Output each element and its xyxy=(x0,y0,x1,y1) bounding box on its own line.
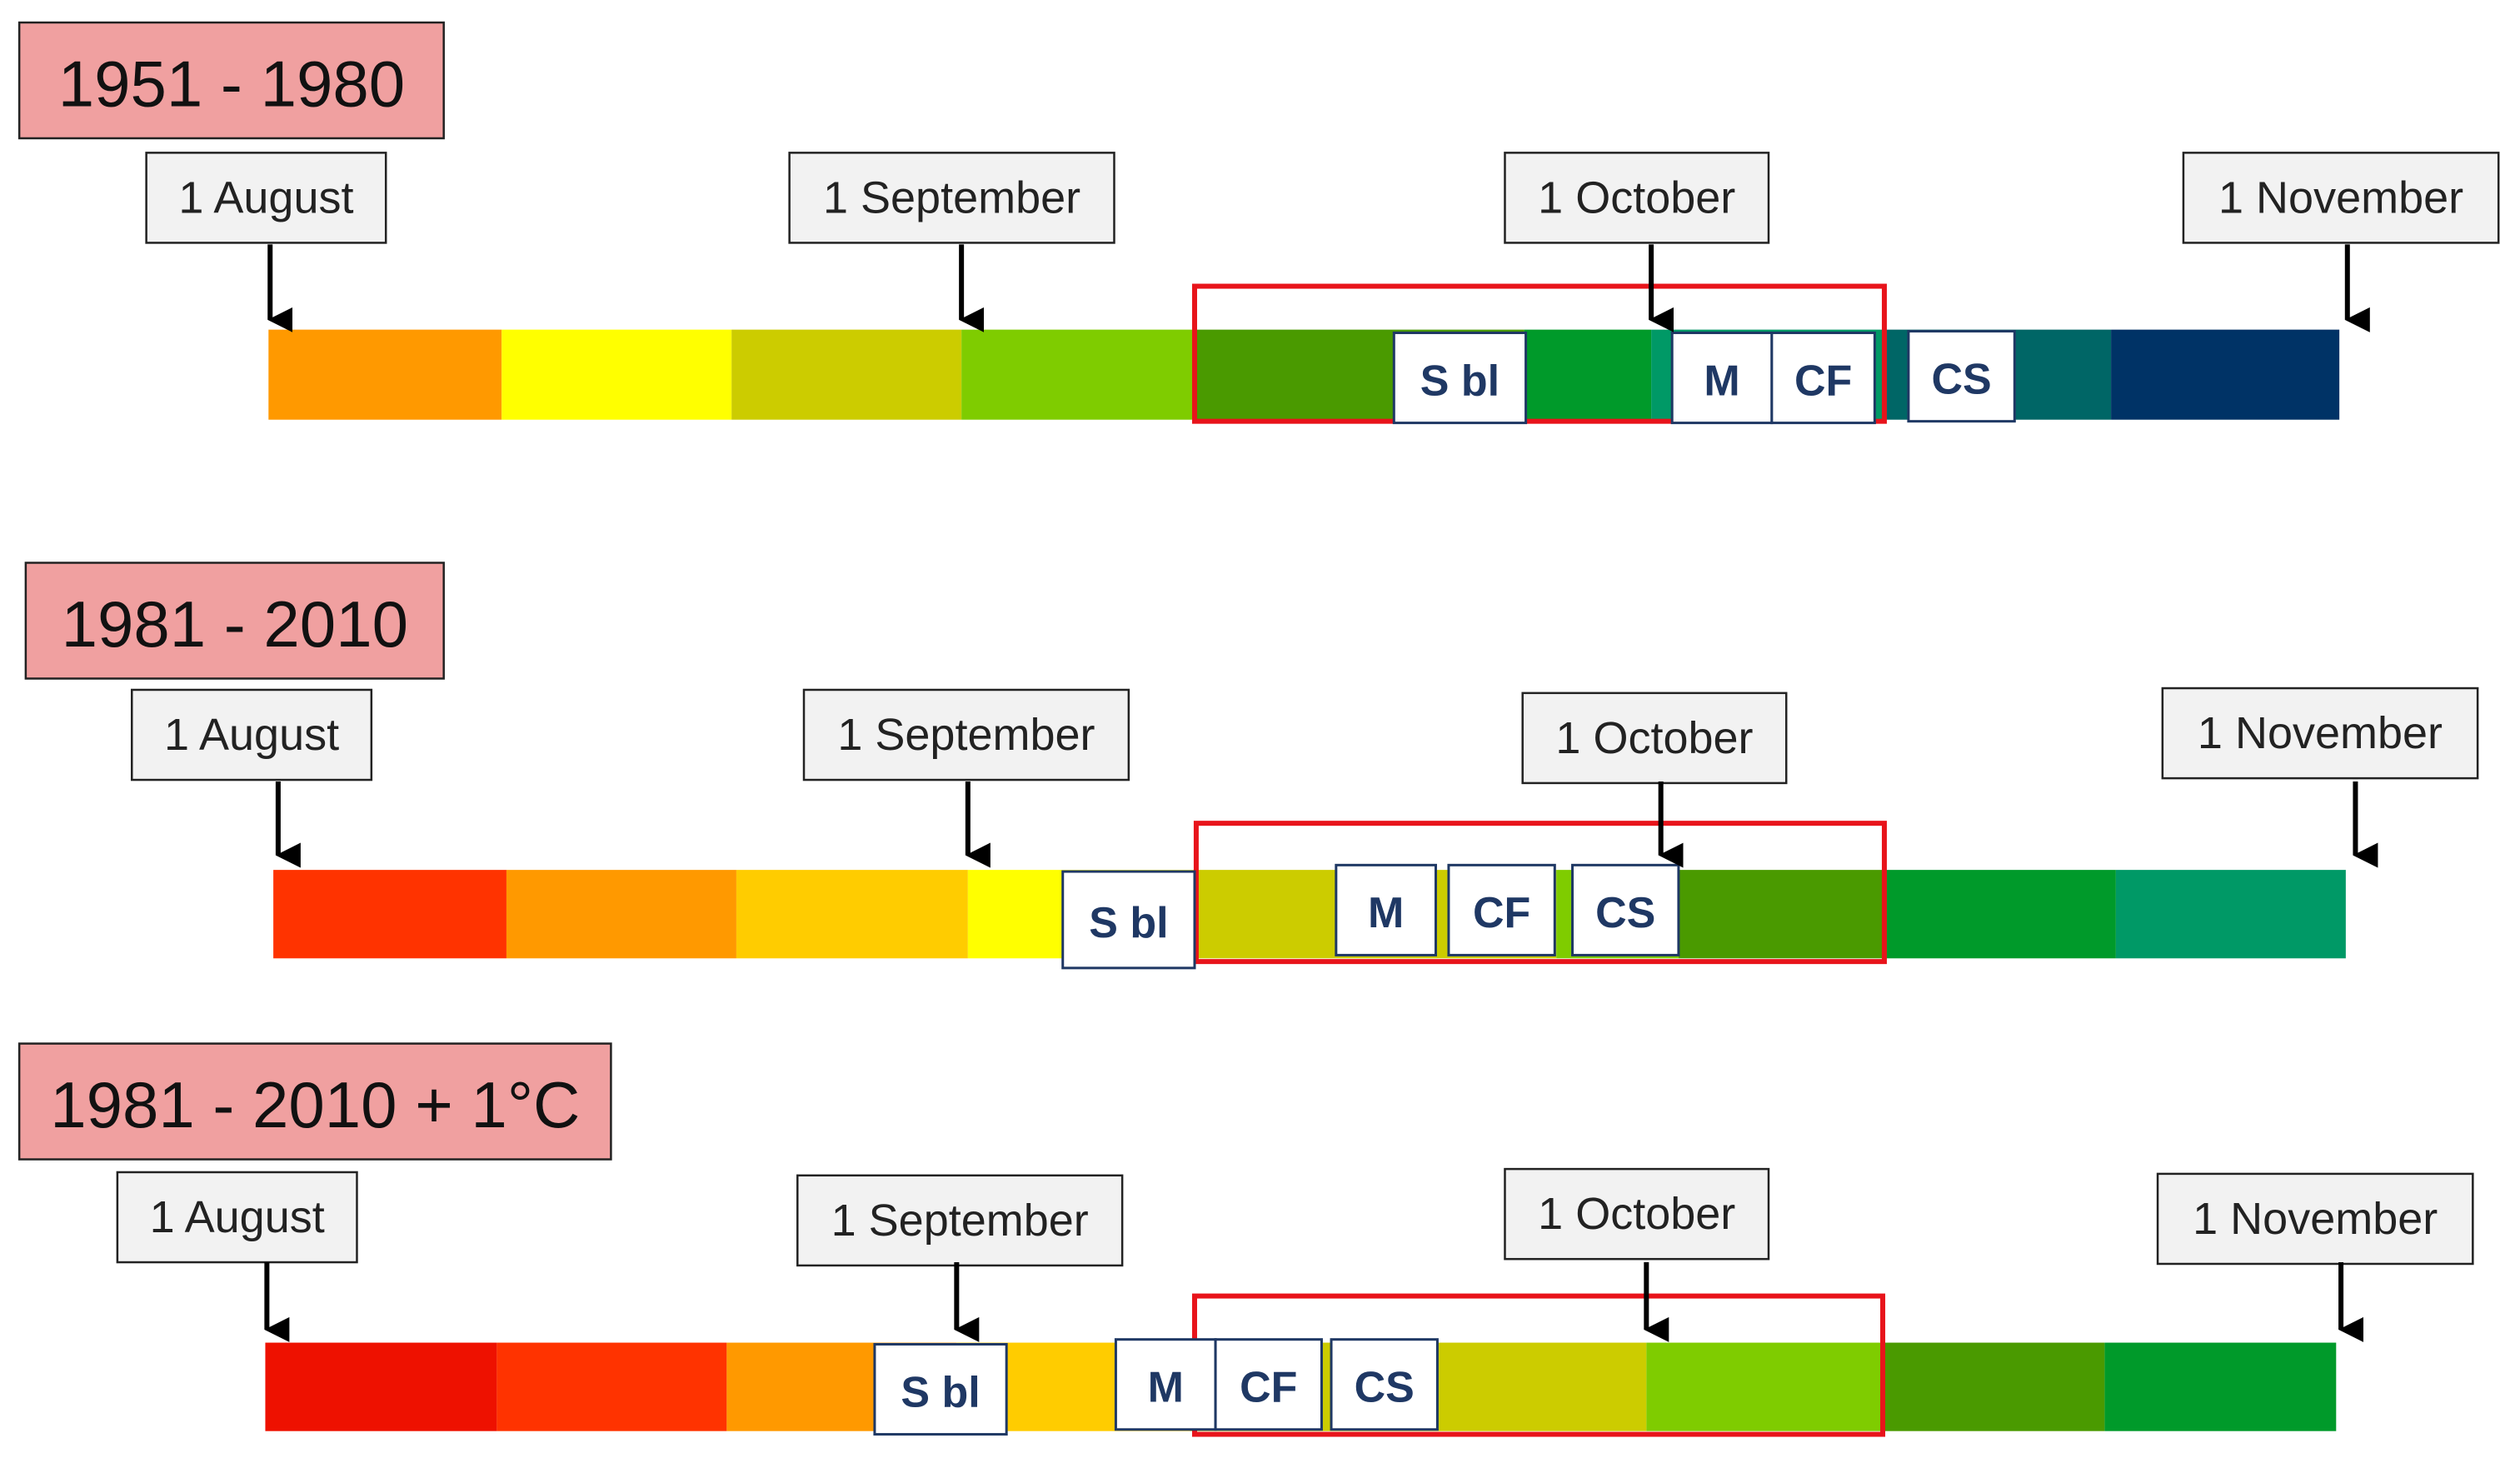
marker-box xyxy=(1335,863,1437,956)
date-label-box xyxy=(2156,1172,2474,1266)
timeline-panel-1: S bl M CF CS 1 August 1 September 1 October 1 N… xyxy=(17,21,2500,425)
date-label-box xyxy=(145,152,387,244)
marker-label-m: M xyxy=(1148,1364,1184,1412)
date-label-text: 1 October xyxy=(1555,713,1753,763)
bar-segment xyxy=(497,1342,727,1431)
date-label-text: 1 September xyxy=(823,172,1080,222)
timeline-panel-2: S bl M CF CS 1 August 1 September 1 October 1 N… xyxy=(24,562,2479,970)
marker-box xyxy=(1114,1338,1217,1431)
period-label-text: 1951 - 1980 xyxy=(58,47,405,120)
marker-box xyxy=(873,1342,1008,1436)
date-label-text: 1 September xyxy=(831,1196,1089,1246)
bar-segment xyxy=(731,329,962,420)
date-label-box xyxy=(1521,692,1788,785)
date-label-box xyxy=(2182,152,2500,244)
phenology-color-bar xyxy=(273,870,2346,959)
stage-markers: S bl M CF CS xyxy=(873,1338,1439,1436)
marker-label-s-bl: S bl xyxy=(1089,899,1168,947)
marker-box xyxy=(1330,1338,1439,1431)
date-label-text: 1 September xyxy=(837,710,1095,760)
marker-box xyxy=(1571,863,1680,956)
date-label: 1 September xyxy=(802,688,1130,868)
highlight-frame xyxy=(1193,821,1887,965)
bar-segment xyxy=(961,329,1195,420)
bar-segment xyxy=(273,870,506,959)
marker-label-m: M xyxy=(1368,889,1404,937)
bar-segment xyxy=(1884,870,2116,959)
date-label-box xyxy=(802,688,1130,781)
marker-label-cs: CS xyxy=(1931,355,1991,403)
bar-segment xyxy=(502,329,732,420)
date-label-box xyxy=(796,1174,1124,1267)
marker-label-cf: CF xyxy=(1473,889,1530,937)
date-label-text: 1 August xyxy=(178,172,353,222)
period-label-box xyxy=(17,21,445,140)
bar-segment xyxy=(1646,1342,1884,1431)
date-label-box xyxy=(116,1171,358,1264)
date-label-box xyxy=(788,152,1115,244)
date-label-text: 1 October xyxy=(1538,1189,1735,1239)
bar-segment xyxy=(736,870,968,959)
marker-label-m: M xyxy=(1704,357,1739,405)
marker-box xyxy=(1447,863,1556,956)
date-label-box xyxy=(2161,687,2479,780)
stage-markers: S bl M CF CS xyxy=(1392,330,2016,425)
date-label: 1 September xyxy=(796,1174,1124,1342)
marker-box xyxy=(1770,332,1876,425)
period-label-text: 1981 - 2010 xyxy=(62,587,408,661)
period-label-text: 1981 - 2010 + 1°C xyxy=(50,1068,580,1141)
marker-label-cs: CS xyxy=(1355,1364,1415,1412)
marker-box xyxy=(1061,870,1196,970)
marker-label-cs: CS xyxy=(1595,889,1655,937)
highlight-frame xyxy=(1191,283,1887,424)
phenology-color-bar xyxy=(268,329,2340,420)
bar-segment xyxy=(2104,1342,2337,1431)
date-label: 1 November xyxy=(2156,1172,2474,1342)
period-label: 1951 - 1980 xyxy=(17,21,445,140)
date-label: 1 August xyxy=(116,1171,358,1342)
bar-segment xyxy=(1884,1342,2105,1431)
marker-box xyxy=(1214,1338,1323,1431)
date-label: 1 August xyxy=(145,152,387,332)
bar-segment xyxy=(265,1342,497,1431)
bar-segment xyxy=(268,329,502,420)
date-label: 1 October xyxy=(1521,692,1788,868)
date-label: 1 November xyxy=(2161,687,2479,868)
bar-segment xyxy=(1524,329,1652,420)
date-label: 1 October xyxy=(1504,152,1770,332)
date-label: 1 October xyxy=(1504,1167,1770,1342)
timeline-panel-3: S bl M CF CS 1 August 1 September 1 October 1 N… xyxy=(17,1042,2474,1437)
marker-label-cf: CF xyxy=(1794,357,1852,405)
date-label-text: 1 August xyxy=(150,1192,325,1242)
date-label: 1 August xyxy=(131,688,373,868)
date-label-text: 1 October xyxy=(1538,172,1735,222)
date-label-box xyxy=(1504,152,1770,244)
date-label-text: 1 November xyxy=(2218,172,2463,222)
date-label: 1 November xyxy=(2182,152,2500,332)
bar-segment xyxy=(2111,329,2340,420)
period-label: 1981 - 2010 xyxy=(24,562,445,680)
date-label: 1 September xyxy=(788,152,1115,332)
marker-label-cf: CF xyxy=(1240,1364,1297,1412)
date-label-box xyxy=(131,688,373,781)
bar-segment xyxy=(1678,870,1884,959)
marker-label-s-bl: S bl xyxy=(1420,357,1500,405)
period-label: 1981 - 2010 + 1°C xyxy=(17,1042,612,1161)
date-label-text: 1 August xyxy=(164,710,339,760)
marker-box xyxy=(1907,330,2016,423)
marker-label-s-bl: S bl xyxy=(901,1368,980,1416)
date-label-text: 1 November xyxy=(2198,708,2443,758)
period-label-box xyxy=(24,562,445,680)
bar-segment xyxy=(506,870,736,959)
stage-markers: S bl M CF CS xyxy=(1061,863,1680,970)
date-label-text: 1 November xyxy=(2193,1194,2438,1244)
date-label-box xyxy=(1504,1167,1770,1261)
marker-box xyxy=(1392,332,1528,425)
bar-segment xyxy=(2115,870,2346,959)
period-label-box xyxy=(17,1042,612,1161)
